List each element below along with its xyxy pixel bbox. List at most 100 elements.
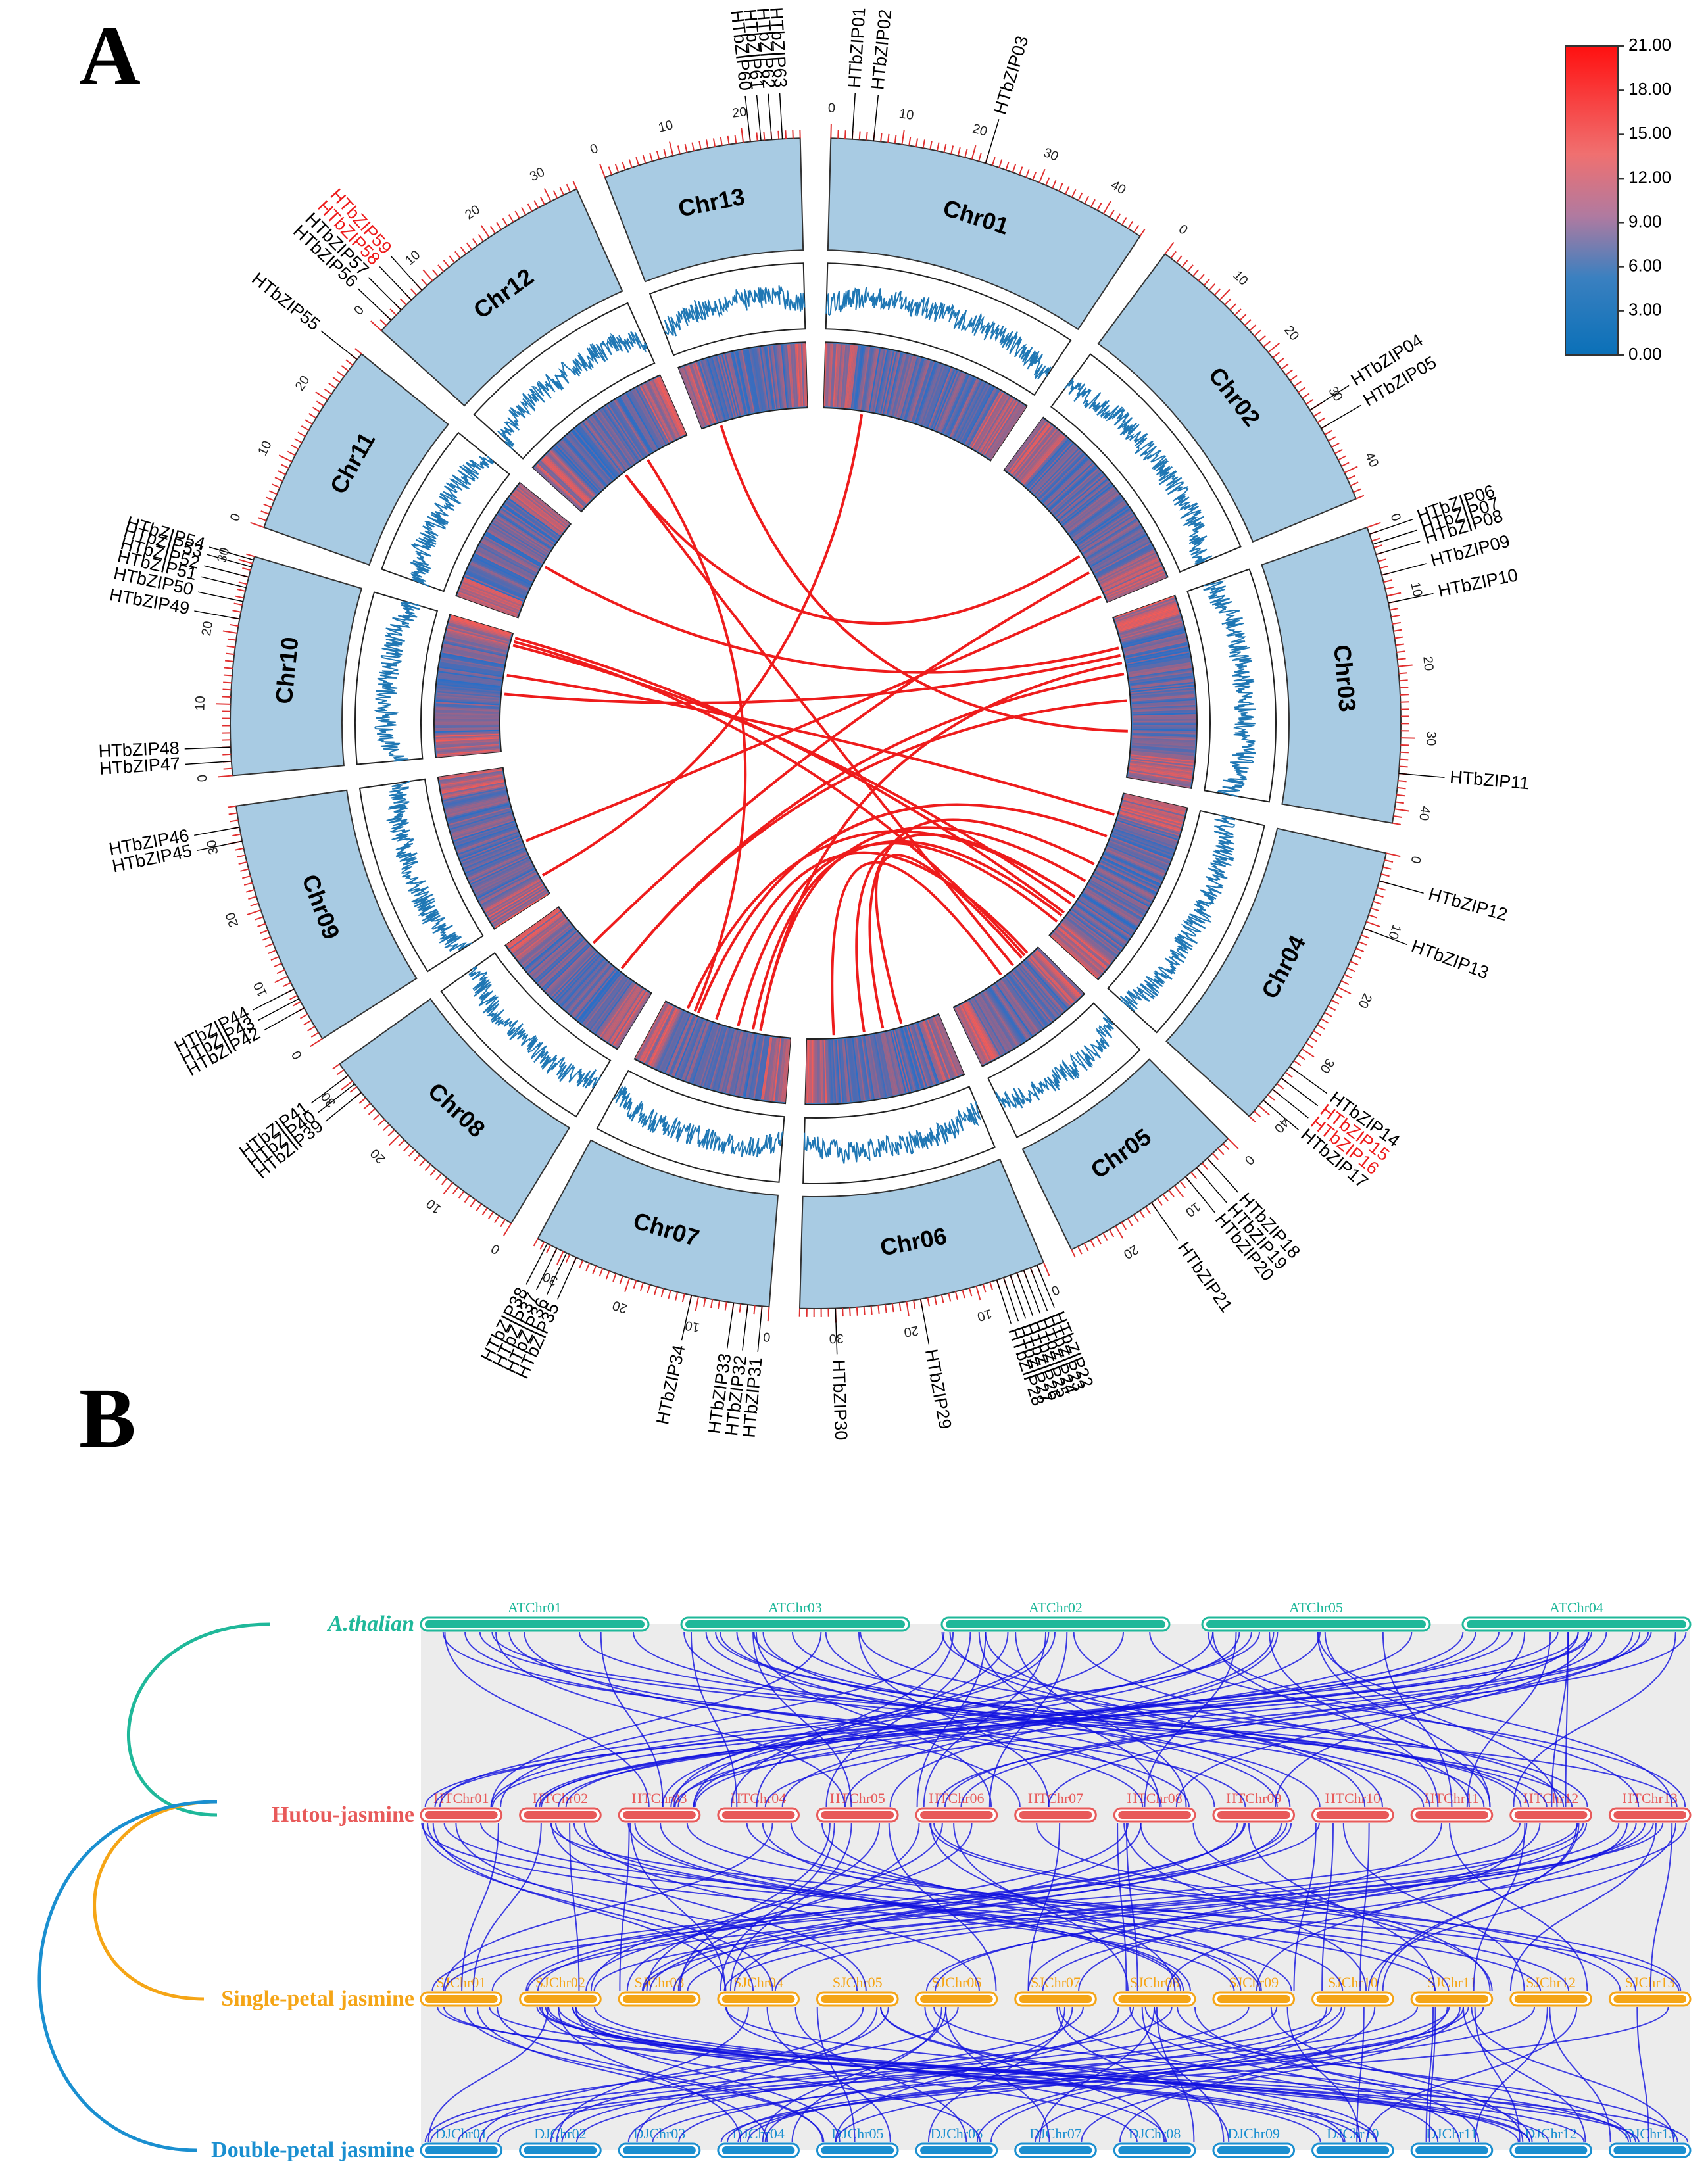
scale-tick (303, 1019, 312, 1026)
heatmap-cell (550, 950, 596, 998)
scale-tick (235, 595, 244, 599)
scale-tick (1115, 1225, 1124, 1239)
heatmap-cell (462, 580, 522, 606)
heatmap-cell (933, 370, 958, 430)
heatmap-cell (914, 362, 935, 423)
heatmap-cell (960, 385, 990, 442)
heatmap-cell (1060, 481, 1110, 523)
chromosome-name-atchr05: ATChr05 (1289, 1599, 1343, 1616)
heatmap-cell (860, 347, 871, 410)
heatmap-cell (975, 395, 1008, 450)
heatmap-cell (684, 1021, 708, 1081)
heatmap-cell (1025, 960, 1068, 1009)
heatmap-cell (1009, 422, 1049, 473)
synteny-link (762, 1822, 1242, 1992)
collinear-link (687, 830, 1076, 1009)
heatmap-cell (544, 456, 591, 502)
heatmap-cell (516, 487, 568, 527)
chromosome-block-chr01 (827, 137, 1141, 331)
heatmap-cell (462, 841, 522, 867)
heatmap-cell (1112, 833, 1173, 857)
heatmap-cell (1080, 896, 1135, 932)
scale-tick (1361, 934, 1370, 939)
synteny-link (1027, 1822, 1442, 1992)
heatmap-cell (441, 654, 504, 667)
heatmap-cell (1130, 675, 1193, 685)
heatmap-cell (715, 356, 734, 418)
heatmap-cell (752, 348, 764, 411)
heatmap-cell (1129, 764, 1193, 775)
heatmap-cell (748, 349, 762, 412)
heatmap-cell (1019, 433, 1062, 482)
scale-tick (514, 210, 520, 219)
synteny-link (729, 1822, 852, 1992)
scale-tick (1173, 1185, 1184, 1198)
heatmap-cell (1092, 876, 1149, 909)
scale-tick (695, 1296, 699, 1311)
heatmap-cell (864, 347, 875, 410)
heatmap-cell (1113, 829, 1174, 852)
scale-tick (1281, 363, 1289, 370)
heatmap-cell (1132, 726, 1196, 729)
scale-tick (289, 994, 298, 1000)
scale-tick-label: 20 (462, 203, 483, 223)
heatmap-cell (469, 564, 528, 592)
heatmap-cell (1116, 822, 1177, 844)
scale-tick (1052, 180, 1057, 189)
legend-tick-label: 9.00 (1628, 211, 1662, 231)
heatmap-cell (444, 640, 506, 656)
scale-tick (1213, 288, 1221, 296)
chromosome-name-atchr01: ATChr01 (508, 1599, 562, 1616)
heatmap-cell (922, 1021, 945, 1082)
heatmap-cell (436, 745, 500, 752)
heatmap-cell (589, 416, 629, 469)
heatmap-cell (460, 586, 520, 610)
heatmap-cell (1067, 915, 1118, 955)
chromosome-bar-fill (524, 1995, 597, 2003)
heatmap-cell (1034, 952, 1079, 999)
heatmap-cell (1097, 549, 1155, 580)
heatmap-cell (597, 411, 635, 464)
scale-tick (270, 956, 280, 961)
synteny-link (561, 2006, 1084, 2143)
synteny-link (495, 1631, 846, 1808)
heatmap-cell (485, 879, 541, 913)
heatmap-cell (441, 658, 504, 671)
scale-tick (443, 1182, 453, 1195)
heatmap-cell (1098, 552, 1156, 582)
heatmap-cell (1073, 905, 1127, 944)
heatmap-cell (627, 392, 660, 448)
heatmap-cell (615, 399, 650, 454)
heatmap-cell (972, 998, 1006, 1054)
heatmap-cell (1034, 448, 1079, 495)
heatmap-cell (450, 617, 511, 637)
heatmap-cell (449, 621, 510, 640)
heatmap-cell (1126, 650, 1189, 664)
chromosome-name-htchr12: HTChr12 (1523, 1790, 1578, 1806)
heatmap-cell (708, 358, 727, 420)
heatmap-cell (1131, 697, 1195, 703)
heatmap-cell (1088, 884, 1143, 918)
heatmap-cell (842, 345, 850, 408)
heatmap-cell (447, 800, 508, 817)
scale-tick (240, 868, 249, 872)
heatmap-cell (1115, 825, 1175, 848)
scale-tick (691, 142, 695, 151)
gene-label-htbzip10: HTbZIP10 (1436, 565, 1520, 601)
scale-tick-label: 10 (424, 1196, 444, 1217)
heatmap-cell (476, 550, 533, 581)
heatmap-cell (827, 343, 832, 407)
scale-tick (975, 1286, 981, 1301)
synteny-link (1321, 1822, 1334, 1992)
heatmap-cell (512, 493, 564, 533)
scale-tick (1399, 765, 1408, 768)
heatmap-cell (604, 406, 641, 460)
heatmap-cell (1033, 447, 1079, 495)
scale-tick (1234, 308, 1242, 316)
collinear-link (831, 861, 1002, 1036)
heatmap-cell (990, 986, 1028, 1040)
heatmap-cell (1103, 856, 1161, 884)
chromosome-bar-fill (1613, 1811, 1686, 1819)
synteny-link (1317, 1631, 1673, 1808)
